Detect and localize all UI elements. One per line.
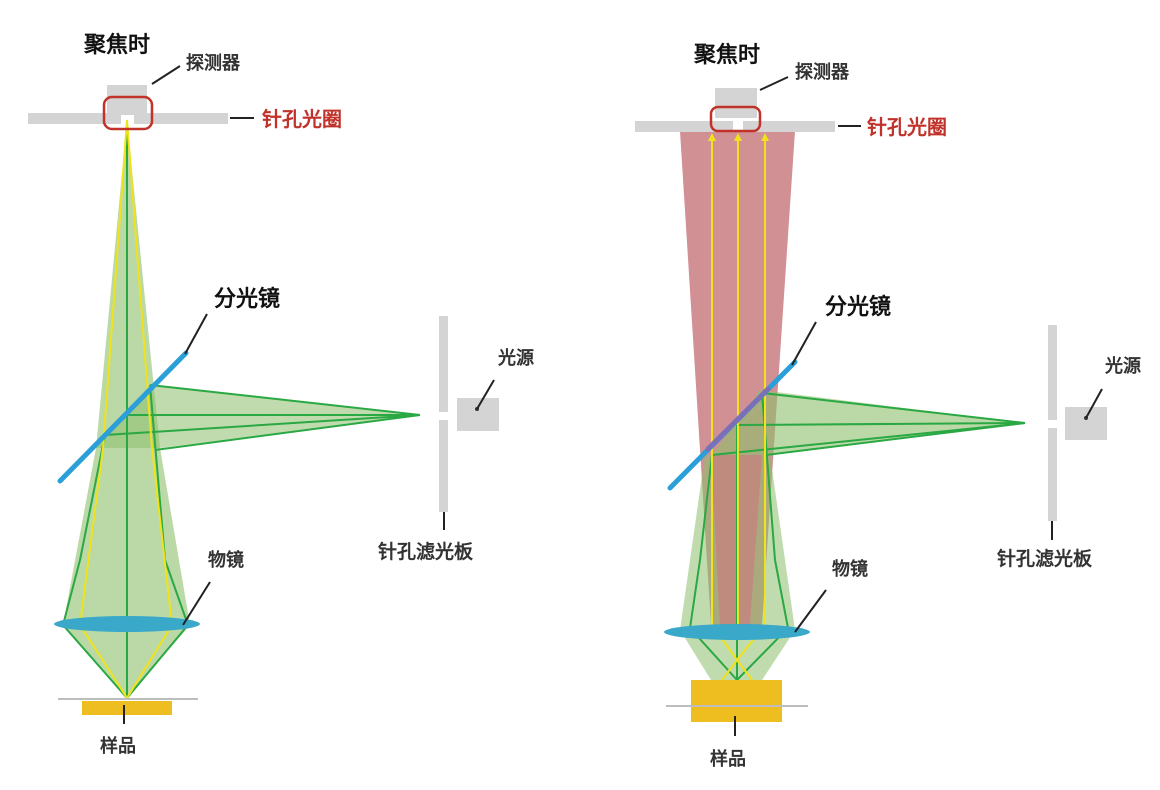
- left-source-cone: [96, 385, 420, 448]
- right-title: 聚焦时: [693, 42, 760, 68]
- left-objective-label: 物镜: [208, 549, 244, 571]
- left-pinhole-plate-left: [28, 113, 121, 124]
- right-yellow-rays: [708, 133, 769, 681]
- right-pinhole-plate-right: [743, 121, 835, 132]
- left-sample: [82, 701, 172, 715]
- right-pinhole-highlight: [709, 105, 762, 133]
- left-detector: [107, 85, 147, 115]
- right-sample-label: 样品: [710, 748, 746, 770]
- left-light-source-label: 光源: [497, 347, 534, 369]
- left-sample-label: 样品: [100, 735, 136, 757]
- left-green-rays: [62, 120, 421, 699]
- left-pinhole-highlight: [102, 95, 154, 131]
- left-beamsplitter-label: 分光镜: [214, 286, 280, 312]
- right-panel: 聚焦时 探测器 针孔光圈 分光镜 光源 针孔滤光板 物镜 样品: [635, 42, 1141, 770]
- right-light-source-label: 光源: [1104, 355, 1141, 377]
- right-filter-plate-top: [1048, 325, 1057, 420]
- right-objective-lens: [664, 624, 810, 640]
- right-beamsplitter-overlap: [705, 386, 771, 452]
- right-pinhole-plate-left: [635, 121, 733, 132]
- right-filter-plate-bottom: [1048, 428, 1057, 521]
- left-panel: 聚焦时 探测器 针孔光圈 分光镜 光源 针孔滤光板 物镜 样品: [28, 32, 534, 757]
- left-leader-lines: [123, 65, 495, 724]
- left-filter-plate-label: 针孔滤光板: [378, 540, 474, 563]
- left-filter-plate-top: [439, 316, 448, 412]
- right-detector: [715, 88, 757, 118]
- right-light-source: [1065, 407, 1107, 440]
- left-light-source: [457, 398, 499, 431]
- right-beamsplitter-label: 分光镜: [825, 294, 891, 320]
- left-pinhole-label: 针孔光圈: [262, 107, 342, 131]
- right-leader-lines: [734, 76, 1103, 736]
- left-objective-lens: [54, 616, 200, 632]
- right-pinhole-label: 针孔光圈: [867, 115, 947, 139]
- right-detector-label: 探测器: [795, 61, 850, 83]
- right-green-cone-source: [712, 390, 1025, 455]
- left-detector-label: 探测器: [186, 52, 241, 74]
- right-sample: [691, 680, 782, 722]
- left-title: 聚焦时: [83, 32, 150, 58]
- right-filter-plate-label: 针孔滤光板: [997, 547, 1093, 570]
- left-beamsplitter: [57, 350, 189, 484]
- left-pinhole-plate-right: [134, 113, 228, 124]
- right-objective-label: 物镜: [832, 558, 868, 580]
- left-filter-plate-bottom: [439, 420, 448, 512]
